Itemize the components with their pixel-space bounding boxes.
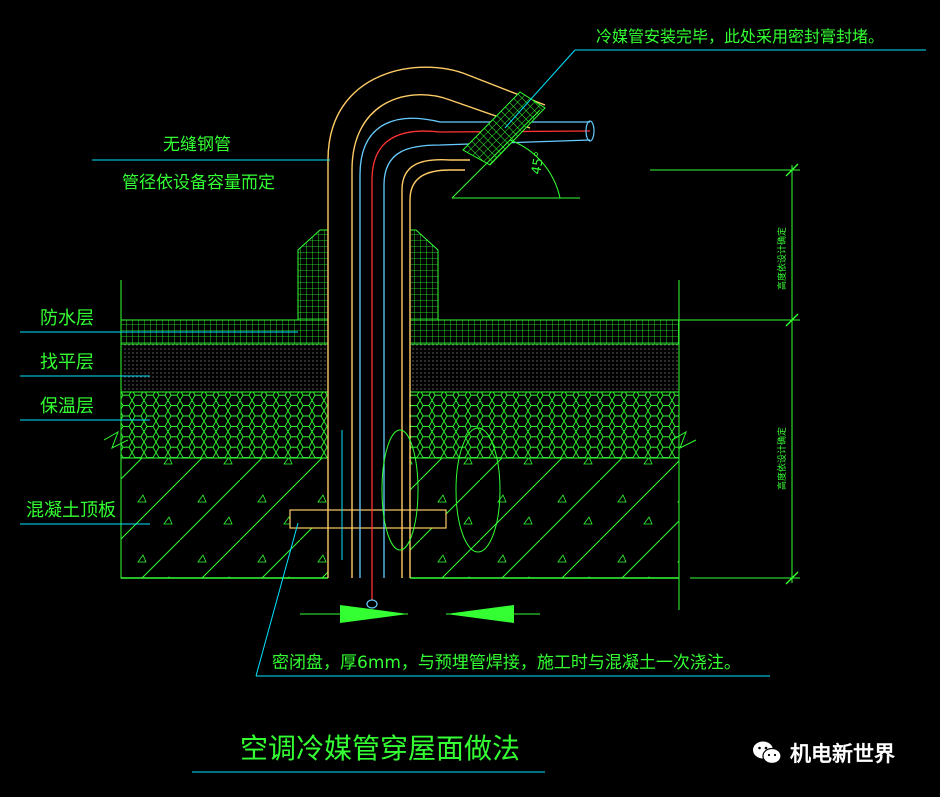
top-note: 冷媒管安装完毕，此处采用密封膏封堵。 [596, 27, 884, 46]
arrow-right [446, 605, 514, 623]
refrigerant-pipe-2 [383, 139, 591, 578]
refrigerant-pipe-1 [359, 117, 590, 578]
arrow-left [340, 605, 408, 623]
label-leveling: 找平层 [40, 352, 94, 373]
dim-lower-label: 高度依设计确定 [776, 427, 788, 490]
pipe-note: 管径依设备容量而定 [122, 173, 275, 193]
angle-label: 45° [529, 150, 548, 175]
refrigerant-core [371, 130, 591, 600]
dimension-lines: 高度依设计确定 高度依设计确定 [650, 163, 800, 585]
steel-pipe-outer-2 [351, 94, 531, 578]
layer-labels: 防水层 找平层 保温层 混凝土顶板 [20, 308, 298, 525]
bottom-callout: 密闭盘，厚6mm，与预埋管焊接，施工时与混凝土一次浇注。 [255, 430, 770, 677]
drawing-title-block: 空调冷媒管穿屋面做法 [192, 732, 545, 773]
label-concrete: 混凝土顶板 [26, 500, 116, 521]
steel-pipe-inner-2 [409, 169, 465, 578]
watermark: 机电新世界 [752, 738, 895, 768]
drawing-title: 空调冷媒管穿屋面做法 [240, 732, 520, 765]
watermark-text: 机电新世界 [790, 742, 895, 766]
steel-pipe-inner [401, 158, 470, 578]
dim-upper-label: 高度依设计确定 [776, 227, 788, 290]
label-waterproof: 防水层 [40, 308, 94, 329]
break-mark-left [103, 430, 129, 450]
anchor-loop-1 [381, 429, 419, 551]
sealing-plate [289, 509, 447, 529]
steel-pipe-outer [327, 66, 546, 578]
anchor-loop-2 [455, 427, 501, 553]
label-insulation: 保温层 [40, 396, 94, 417]
sealant-plug [462, 91, 546, 166]
angle-annotation: 45° [451, 109, 580, 199]
pipe-bottom-end [366, 599, 378, 609]
pipe-end [585, 120, 595, 142]
pipe-callout: 无缝钢管 管径依设备容量而定 [92, 135, 330, 193]
pipe-name: 无缝钢管 [163, 135, 231, 155]
bottom-note: 密闭盘，厚6mm，与预埋管焊接，施工时与混凝土一次浇注。 [272, 653, 741, 673]
wechat-icon [753, 741, 782, 765]
top-callout: 冷媒管安装完毕，此处采用密封膏封堵。 [504, 27, 926, 129]
